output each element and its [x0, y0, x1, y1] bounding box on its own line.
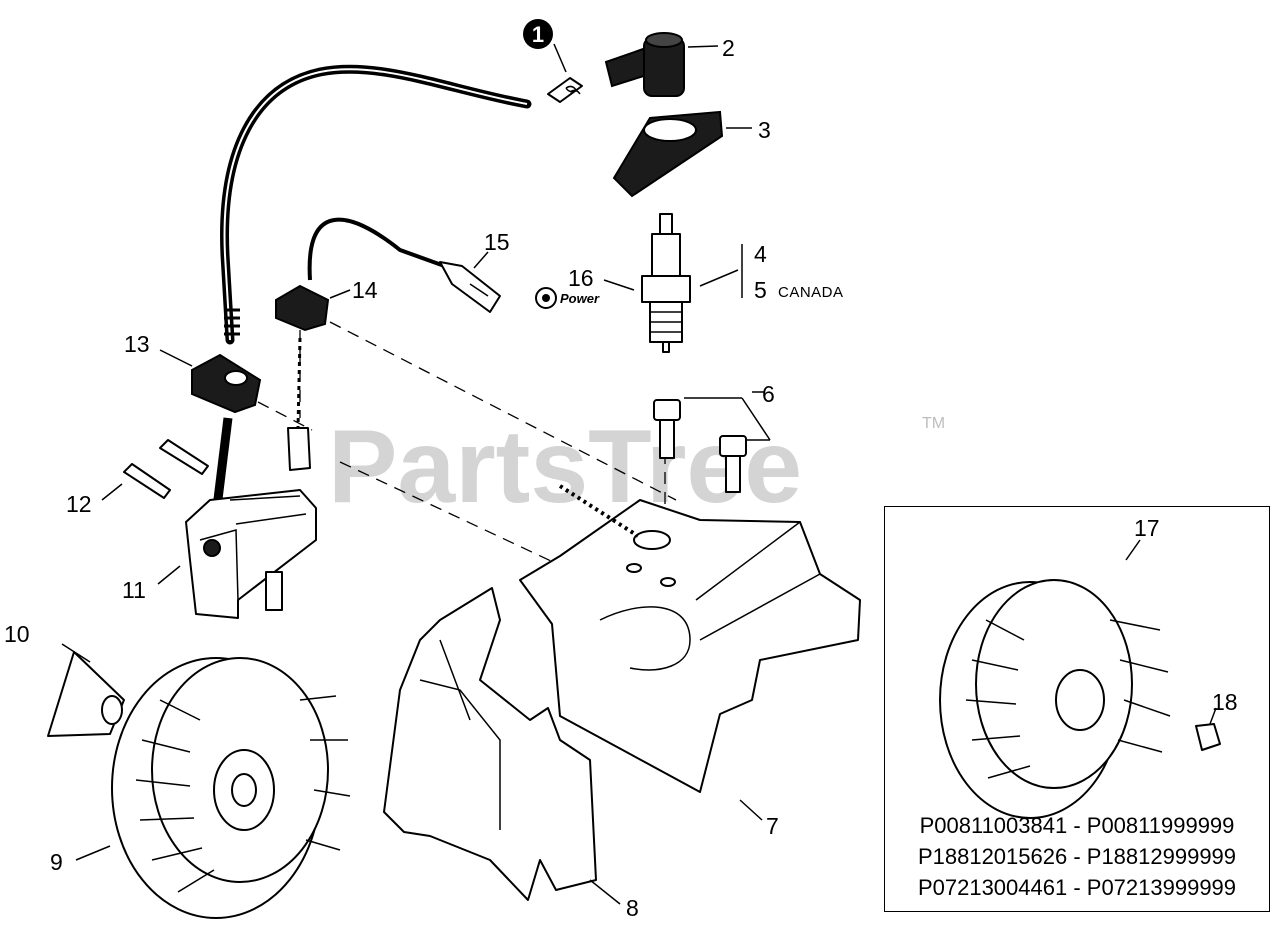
callout-15: 15 — [484, 229, 510, 255]
spark-plug-boot — [604, 32, 685, 97]
serial-range: P07213004461 - P07213999999 — [917, 875, 1237, 900]
callout-2: 2 — [722, 35, 735, 61]
callout-10: 10 — [4, 621, 30, 647]
callout-17: 17 — [1134, 515, 1160, 541]
ground-wire-lead — [296, 337, 302, 429]
callout-numbers: 2 3 4 5 CANADA 6 7 8 9 10 11 12 13 14 15… — [4, 35, 1238, 921]
callout-13: 13 — [124, 331, 150, 357]
coil-screws — [123, 439, 209, 499]
callout-14: 14 — [352, 277, 378, 303]
serial-range: P00811003841 - P00811999999 — [919, 813, 1235, 838]
callout-18: 18 — [1212, 689, 1238, 715]
ignition-coil — [185, 489, 317, 619]
leader-lines — [61, 43, 1217, 905]
power-logo-text: Power — [560, 291, 600, 306]
flywheel-inset — [939, 579, 1171, 819]
callout-8: 8 — [626, 895, 639, 921]
note-marker: 1 — [523, 19, 553, 49]
grommet-14 — [275, 284, 330, 332]
spark-plug-terminal-spring — [547, 77, 583, 103]
spark-plug — [641, 213, 691, 353]
callout-12: 12 — [66, 491, 92, 517]
canada-label: CANADA — [778, 284, 844, 301]
boot-seal — [612, 110, 724, 198]
flywheel-nut — [47, 651, 125, 737]
watermark-brand: PartsTree — [328, 409, 802, 525]
serial-range-box: P00811003841 - P00811999999 P18812015626… — [884, 506, 1270, 912]
shield-bolts — [653, 399, 747, 493]
power-logo: Power — [535, 287, 600, 309]
serial-range: P18812015626 - P18812999999 — [917, 844, 1237, 869]
ground-wire — [307, 217, 451, 281]
callout-4: 4 — [754, 241, 767, 267]
ground-wire-terminal — [439, 261, 501, 313]
rear-shield — [383, 587, 597, 901]
callout-5: 5 — [754, 277, 767, 303]
serial-range-list: P00811003841 - P00811999999 P18812015626… — [885, 810, 1269, 903]
callout-9: 9 — [50, 849, 63, 875]
note-marker-number: 1 — [532, 22, 544, 47]
callout-6: 6 — [762, 381, 775, 407]
flywheel — [111, 657, 351, 919]
callout-16: 16 — [568, 265, 594, 291]
wire-end-stripes — [224, 308, 240, 336]
callout-3: 3 — [758, 117, 771, 143]
watermark-trademark: TM — [922, 415, 945, 432]
cylinder-shield — [519, 484, 861, 793]
grommet-13 — [191, 353, 262, 414]
callout-11: 11 — [122, 577, 146, 603]
ground-wire-connector — [287, 427, 311, 471]
flywheel-key — [1195, 723, 1221, 751]
callout-7: 7 — [766, 813, 779, 839]
